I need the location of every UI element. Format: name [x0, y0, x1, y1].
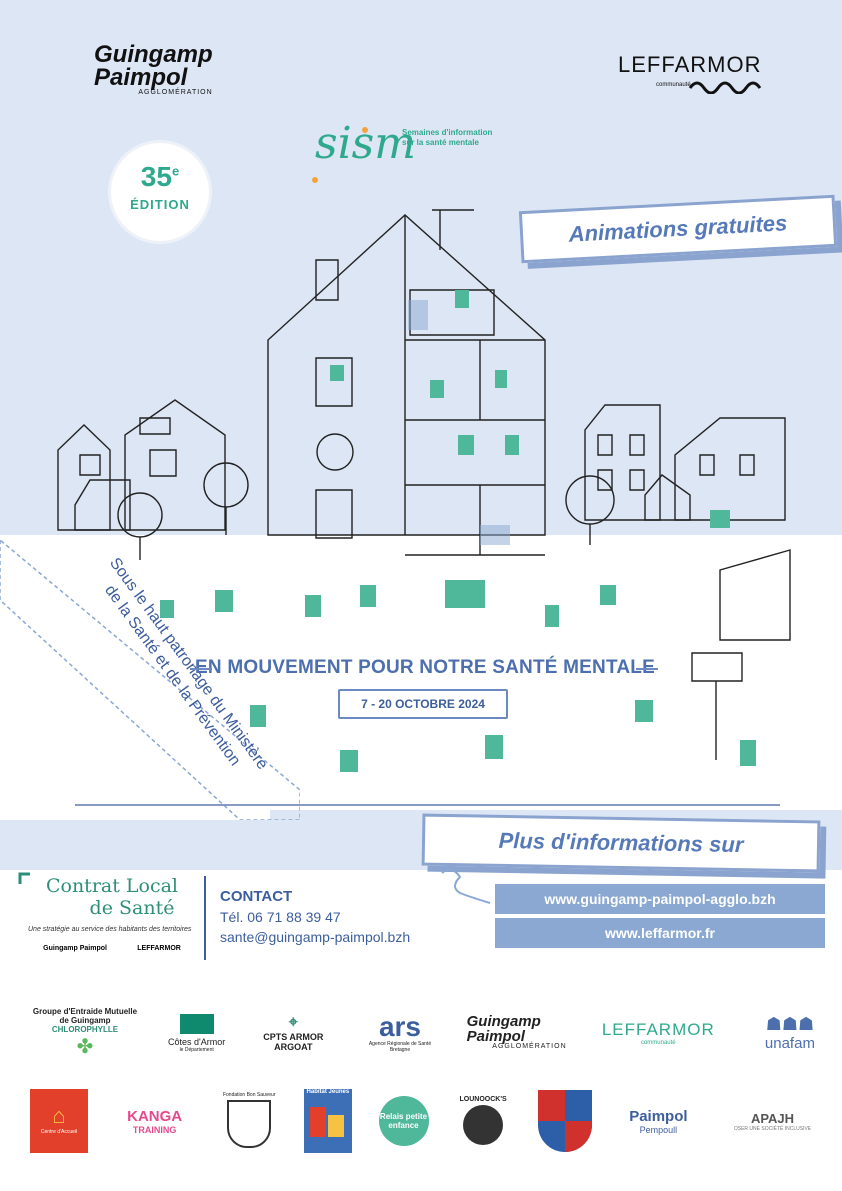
- sism-subtitle: Semaines d'information sur la santé ment…: [402, 128, 492, 147]
- partner-gem: Groupe d'Entraide Mutuelle de Guingamp C…: [30, 1007, 140, 1059]
- contact-title: CONTACT: [220, 888, 293, 905]
- edition-number: 35e: [140, 161, 180, 192]
- partner-apajh-sub: OSER UNE SOCIÉTÉ INCLUSIVE: [733, 1125, 812, 1132]
- url-leffarmor[interactable]: www.leffarmor.fr: [495, 918, 825, 948]
- partner-leffarmor: LEFFARMOR communauté: [593, 1020, 723, 1046]
- partner-ars-sub: Agence Régionale de Santé Bretagne: [368, 1041, 432, 1053]
- partner-bon-sauveur-name: Fondation Bon Sauveur: [222, 1092, 276, 1098]
- partner-gem-name: Groupe d'Entraide Mutuelle de Guingamp: [32, 1007, 138, 1025]
- partner-cpts: ⌖ CPTS ARMOR ARGOAT: [253, 1014, 333, 1052]
- contrat-tagline: Une stratégie au service des habitants d…: [28, 925, 192, 933]
- arrow-squiggle-icon: [440, 865, 500, 905]
- partner-relais: Relais petite enfance: [378, 1096, 429, 1146]
- partner-habitat-jeunes-name: Habitat Jeunes: [306, 1089, 350, 1095]
- guingamp-paimpol-logo: Guingamp Paimpol AGGLOMÉRATION: [94, 41, 213, 96]
- partner-guingamp-sub: AGGLOMÉRATION: [492, 1042, 567, 1050]
- partners-row-2: ⌂ Centre d'Accueil KANGA TRAINING Fondat…: [30, 1088, 820, 1154]
- building-block-icon-2: [327, 1115, 344, 1137]
- partner-leffarmor-name: LEFFARMOR: [601, 1020, 715, 1039]
- info-banner-text: Plus d'informations sur: [498, 827, 744, 858]
- partner-kanga-sub: TRAINING: [132, 1124, 177, 1135]
- coat-quarter-icon: [537, 1090, 565, 1121]
- contact-phone[interactable]: Tél. 06 71 88 39 47: [220, 909, 341, 925]
- info-banner: Plus d'informations sur: [421, 813, 821, 873]
- location-pin-icon: ⌖: [288, 1014, 298, 1031]
- shield-icon: [227, 1100, 272, 1148]
- patronage-stripe: [0, 540, 300, 820]
- logo-sub: AGGLOMÉRATION: [138, 88, 213, 96]
- main-title: EN MOUVEMENT POUR NOTRE SANTÉ MENTALE: [195, 657, 655, 678]
- main-title-row: EN MOUVEMENT POUR NOTRE SANTÉ MENTALE: [190, 657, 660, 681]
- people-icon: ☗☗☗: [765, 1014, 815, 1034]
- partner-cpts-name: CPTS ARMOR ARGOAT: [263, 1032, 324, 1052]
- title-dash-right: [636, 668, 658, 670]
- dog-face-icon: [463, 1104, 504, 1145]
- leffarmor-logo: LEFFARMOR communauté: [618, 52, 778, 94]
- partner-apajh: APAJH OSER UNE SOCIÉTÉ INCLUSIVE: [725, 1111, 820, 1132]
- leffarmor-name: LEFFARMOR: [618, 52, 762, 77]
- edition-badge: 35e ÉDITION: [108, 140, 212, 244]
- leffarmor-sub: communauté: [656, 82, 691, 88]
- partner-guingamp: Guingamp Paimpol AGGLOMÉRATION: [467, 1015, 567, 1050]
- partner-guingamp-name: Guingamp Paimpol: [466, 1013, 541, 1045]
- partner-leffarmor-sub: communauté: [640, 1040, 676, 1046]
- partner-cotes-armor: Côtes d'Armor le Département: [167, 1013, 227, 1053]
- partner-bon-sauveur: Fondation Bon Sauveur: [221, 1092, 277, 1150]
- town-illustration: [0, 190, 842, 820]
- partner-ars: ars Agence Régionale de Santé Bretagne: [360, 1011, 440, 1054]
- logo-line1: Guingamp: [94, 41, 213, 68]
- partner-unafam: ☗☗☗ unafam: [750, 1014, 830, 1052]
- partner-paimpol-sub: Pempoull: [639, 1124, 678, 1135]
- partner-relais-name: Relais petite enfance: [379, 1112, 428, 1130]
- partner-cotes-armor-name: Côtes d'Armor: [168, 1036, 226, 1047]
- contrat-logo-a: Guingamp Paimpol: [43, 944, 107, 952]
- waves-icon: [688, 78, 778, 94]
- partner-apajh-name: APAJH: [750, 1110, 795, 1126]
- logo-line2: Paimpol: [94, 63, 188, 91]
- partner-kanga: KANGA TRAINING: [115, 1108, 195, 1135]
- contrat-logo-b: LEFFARMOR: [137, 944, 181, 952]
- partner-kanga-name: KANGA: [127, 1107, 183, 1125]
- contact-block: CONTACT Tél. 06 71 88 39 47 sante@guinga…: [220, 888, 410, 945]
- title-dash-left: [190, 668, 212, 670]
- house-icon: ⌂: [52, 1103, 66, 1128]
- top-background: [0, 0, 842, 540]
- partners-row-1: Groupe d'Entraide Mutuelle de Guingamp C…: [30, 1000, 830, 1066]
- contact-email[interactable]: sante@guingamp-paimpol.bzh: [220, 929, 411, 945]
- sism-logo: sism: [315, 118, 416, 169]
- contrat-corner-icon: [18, 872, 32, 886]
- contact-divider: [204, 876, 206, 960]
- edition-label: ÉDITION: [130, 197, 190, 212]
- partner-centre-accueil-name: Centre d'Accueil: [40, 1129, 78, 1135]
- partner-ars-name: ars: [378, 1011, 421, 1042]
- contrat-logos: Guingamp Paimpol LEFFARMOR: [28, 945, 196, 952]
- url-agglo[interactable]: www.guingamp-paimpol-agglo.bzh: [495, 884, 825, 914]
- url-agglo-text: www.guingamp-paimpol-agglo.bzh: [544, 891, 776, 907]
- partner-lounoocks: LOUNOOCK'S: [455, 1096, 511, 1147]
- url-leffarmor-text: www.leffarmor.fr: [605, 925, 715, 941]
- partner-centre-accueil: ⌂ Centre d'Accueil: [30, 1089, 88, 1153]
- dates-box: 7 - 20 OCTOBRE 2024: [338, 689, 508, 719]
- partner-paimpol: Paimpol Pempoull: [618, 1108, 698, 1135]
- cotes-armor-flag-icon: [179, 1013, 214, 1034]
- sism-subtitle-line2: sur la santé mentale: [402, 137, 479, 147]
- partner-cotes-armor-sub: le Département: [179, 1046, 214, 1053]
- partner-gem-sub: CHLOROPHYLLE: [51, 1025, 119, 1034]
- contrat-title: Contrat Local de Santé: [28, 875, 196, 920]
- contrat-line1: Contrat Local: [45, 875, 179, 897]
- partner-lounoocks-name: LOUNOOCK'S: [459, 1095, 507, 1103]
- building-block-icon: [309, 1107, 326, 1137]
- dates-text: 7 - 20 OCTOBRE 2024: [361, 697, 485, 711]
- contrat-local-logo: Contrat Local de Santé Une stratégie au …: [28, 875, 196, 952]
- clover-icon: ✤: [76, 1036, 94, 1058]
- partner-unafam-name: unafam: [764, 1035, 815, 1052]
- sism-subtitle-line1: Semaines d'information: [402, 128, 493, 137]
- partner-paimpol-name: Paimpol: [629, 1107, 688, 1125]
- sism-dots-icon: [312, 127, 368, 183]
- partner-coat-of-arms: [537, 1090, 592, 1152]
- contrat-line2: de Santé: [89, 896, 175, 919]
- coat-quarter-icon-2: [564, 1121, 592, 1152]
- sism-word: sism: [315, 118, 416, 169]
- partner-habitat-jeunes: Habitat Jeunes: [303, 1089, 352, 1153]
